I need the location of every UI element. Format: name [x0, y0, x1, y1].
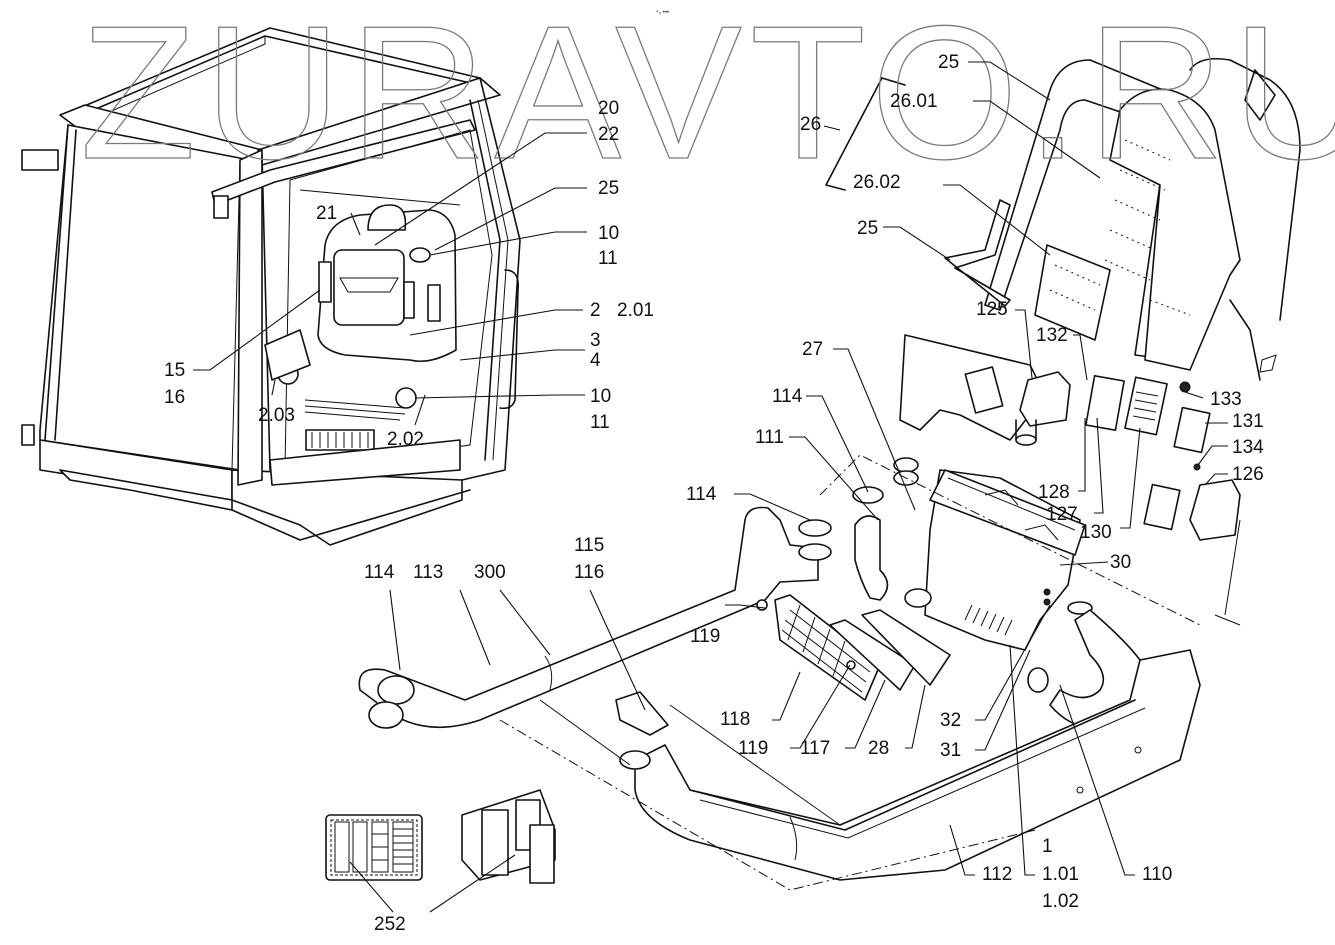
callout-114-mid: 114 — [686, 484, 717, 505]
callout-113: 113 — [413, 562, 443, 583]
callout-110: 110 — [1142, 864, 1172, 885]
callout-22: 22 — [598, 124, 619, 145]
cab-assembly — [21, 27, 521, 546]
callout-25-seal-lower: 25 — [857, 218, 878, 239]
callout-133: 133 — [1210, 389, 1242, 410]
callout-126: 126 — [1232, 464, 1264, 485]
callout-26: 26 — [800, 114, 821, 135]
callout-4: 4 — [590, 350, 601, 371]
callout-26-02: 26.02 — [853, 172, 901, 193]
callout-20: 20 — [598, 98, 619, 119]
callout-11-lower: 11 — [590, 412, 610, 433]
callout-114-left: 114 — [364, 562, 395, 583]
callout-134: 134 — [1232, 437, 1264, 458]
callout-27: 27 — [802, 339, 823, 360]
callout-125: 125 — [976, 299, 1008, 320]
callout-25: 25 — [598, 178, 619, 199]
callout-115: 115 — [574, 535, 604, 556]
callout-119-bottom: 119 — [738, 738, 768, 759]
callout-252: 252 — [374, 914, 406, 935]
callout-15: 15 — [164, 360, 185, 381]
callout-25-seal-top: 25 — [938, 52, 959, 73]
callout-26-01: 26.01 — [890, 91, 938, 112]
callout-114-upper: 114 — [772, 386, 803, 407]
fuse-box — [325, 789, 556, 884]
callout-32: 32 — [940, 710, 961, 731]
callout-132: 132 — [1036, 325, 1068, 346]
callout-130: 130 — [1080, 522, 1112, 543]
header-mark: ⁴₀ ••• — [656, 9, 669, 16]
callout-31: 31 — [940, 740, 961, 761]
callout-16: 16 — [164, 387, 185, 408]
callout-1-02: 1.02 — [1042, 891, 1079, 912]
callout-28: 28 — [868, 738, 889, 759]
callout-117: 117 — [800, 738, 830, 759]
callout-112: 112 — [982, 864, 1012, 885]
callout-116: 116 — [574, 562, 604, 583]
callout-300: 300 — [474, 562, 506, 583]
callout-2-03: 2.03 — [258, 405, 295, 426]
callout-21: 21 — [316, 203, 337, 224]
callout-118: 118 — [720, 709, 750, 730]
callout-30: 30 — [1110, 552, 1131, 573]
callout-2-01: 2.01 — [617, 300, 654, 321]
filter-pack — [756, 594, 951, 701]
callout-10-lower: 10 — [590, 386, 611, 407]
watermark: ZURAVTO.RU — [80, 0, 1335, 199]
callout-131: 131 — [1232, 411, 1264, 432]
callout-1: 1 — [1042, 836, 1053, 857]
callout-11: 11 — [598, 248, 618, 269]
callout-1-01: 1.01 — [1042, 864, 1079, 885]
rear-console — [264, 204, 461, 486]
callout-2-02: 2.02 — [387, 429, 424, 450]
callout-3: 3 — [590, 330, 601, 351]
duct-assembly — [358, 454, 1201, 891]
callout-10: 10 — [598, 223, 619, 244]
leader-lines — [193, 61, 1228, 913]
callout-2: 2 — [590, 300, 601, 321]
callout-128: 128 — [1038, 482, 1070, 503]
callout-111: 111 — [755, 427, 784, 448]
vent-panel-assembly — [899, 334, 1241, 626]
callout-labels: 20 22 25 10 11 21 2 2.01 3 4 15 16 2.03 … — [164, 52, 1264, 935]
callout-127: 127 — [1046, 504, 1078, 525]
callout-119-top: 119 — [690, 626, 720, 647]
